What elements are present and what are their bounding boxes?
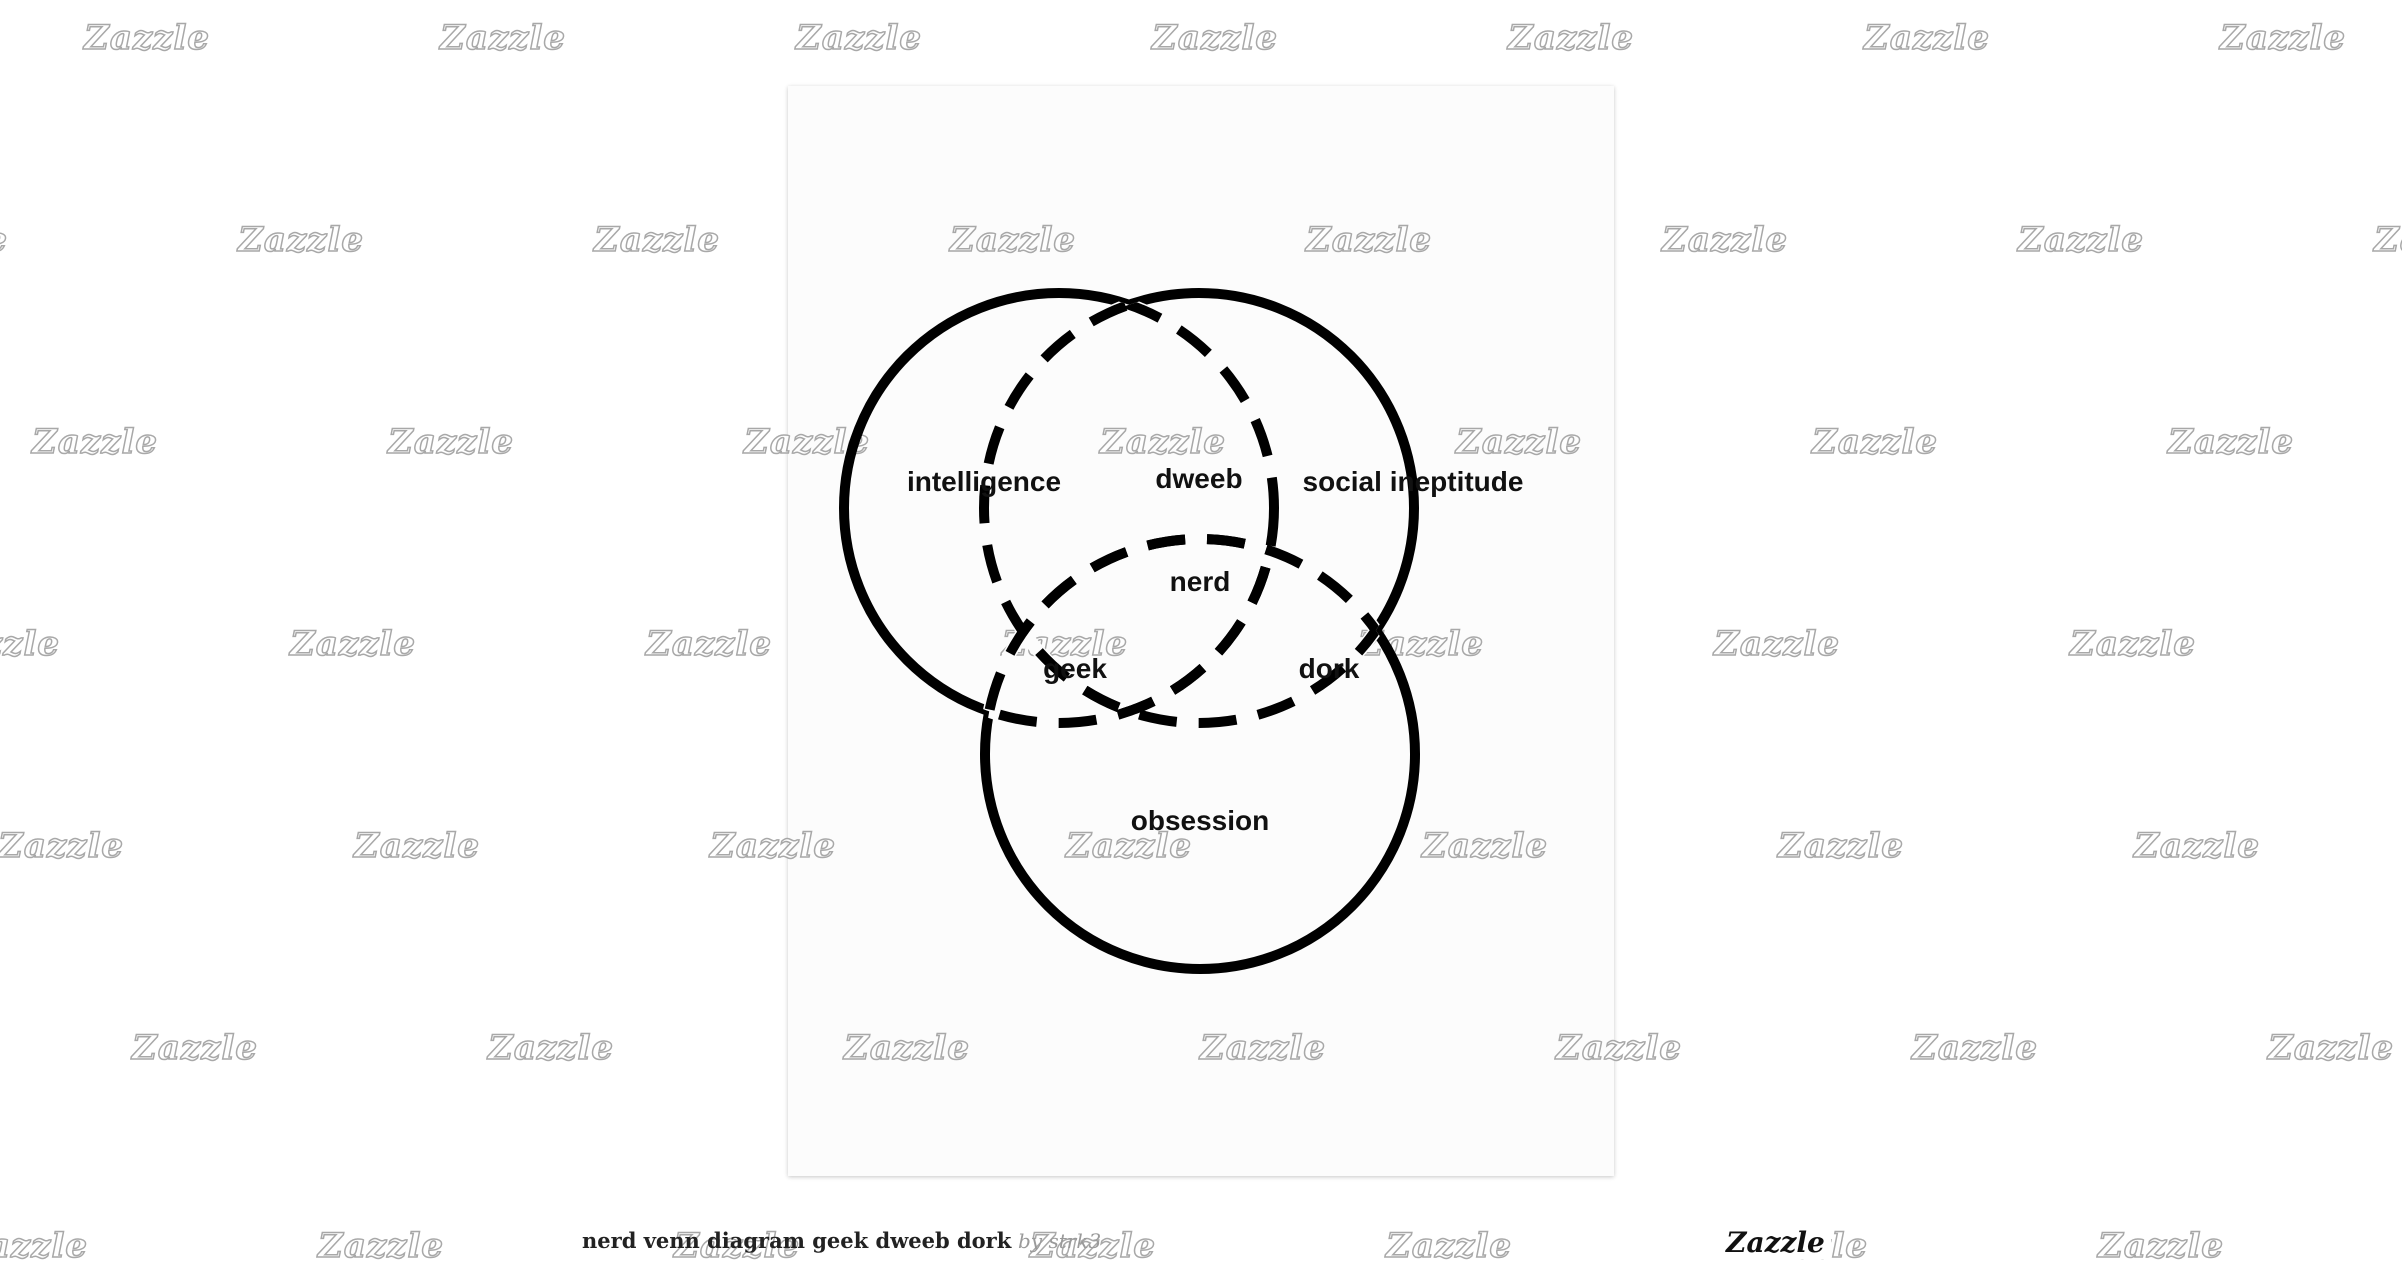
zazzle-watermark: Zazzle xyxy=(1713,623,1841,665)
zazzle-watermark: Zazzle xyxy=(237,219,365,261)
zazzle-watermark: Zazzle xyxy=(0,825,125,867)
label-dweeb: dweeb xyxy=(1155,463,1242,494)
dashed-arc-social-in-intelligence xyxy=(979,293,1274,723)
zazzle-watermark: Zazzle xyxy=(1385,1225,1513,1262)
label-geek: geek xyxy=(1043,653,1107,684)
label-obsession: obsession xyxy=(1131,805,1269,836)
zazzle-watermark: Zazzle xyxy=(317,1225,445,1262)
label-nerd: nerd xyxy=(1170,566,1231,597)
zazzle-watermark: Zazzle xyxy=(353,825,481,867)
zazzle-watermark: Zazzle xyxy=(487,1027,615,1069)
zazzle-watermark: Zazzle xyxy=(1661,219,1789,261)
brand-logo: Zazzle xyxy=(1720,1226,1831,1259)
interior-arcs xyxy=(977,293,1415,730)
zazzle-watermark: Zazzle xyxy=(1777,825,1905,867)
zazzle-watermark: Zazzle xyxy=(1507,17,1635,59)
zazzle-watermark: Zazzle xyxy=(131,1027,259,1069)
product-byline: by strk3 xyxy=(1018,1229,1102,1253)
label-dork: dork xyxy=(1299,653,1360,684)
zazzle-watermark: Zazzle xyxy=(1911,1027,2039,1069)
zazzle-watermark: Zazzle xyxy=(2097,1225,2225,1262)
zazzle-watermark: Zazzle xyxy=(2167,421,2295,463)
zazzle-watermark: Zazzle xyxy=(2069,623,2197,665)
dashed-arc-intelligence-in-social xyxy=(984,293,1279,723)
print-card xyxy=(788,86,1614,1176)
zazzle-watermark: Zazzle xyxy=(795,17,923,59)
zazzle-watermark: Zazzle xyxy=(645,623,773,665)
zazzle-watermark: Zazzle xyxy=(0,219,8,261)
zazzle-watermark: Zazzle xyxy=(31,421,159,463)
zazzle-watermark: Zazzle xyxy=(1811,421,1939,463)
dashed-arc-social-in-obsession xyxy=(985,539,1415,728)
product-caption: nerd venn diagram geek dweeb dork by str… xyxy=(582,1228,1101,1253)
zazzle-watermark: Zazzle xyxy=(0,623,61,665)
zazzle-watermark: Zazzle xyxy=(83,17,211,59)
zazzle-watermark: Zazzle xyxy=(289,623,417,665)
venn-diagram: intelligence social ineptitude obsession… xyxy=(839,288,1524,974)
zazzle-watermark: Zazzle xyxy=(0,1225,89,1262)
zazzle-watermark: Zazzle xyxy=(593,219,721,261)
dashed-arc-intelligence-in-obsession xyxy=(985,539,1279,728)
zazzle-watermark: Zazzle xyxy=(439,17,567,59)
zazzle-watermark: Zazzle xyxy=(1863,17,1991,59)
label-social-ineptitude: social ineptitude xyxy=(1303,466,1524,497)
zazzle-watermark: Zazzle xyxy=(2267,1027,2395,1069)
zazzle-watermark: Zazzle xyxy=(2017,219,2145,261)
zazzle-watermark: Zazzle xyxy=(2219,17,2347,59)
zazzle-watermark: Zazzle xyxy=(387,421,515,463)
label-intelligence: intelligence xyxy=(907,466,1061,497)
zazzle-watermark: Zazzle xyxy=(2133,825,2261,867)
zazzle-watermark: Zazzle xyxy=(2373,219,2402,261)
zazzle-watermark: Zazzle xyxy=(1151,17,1279,59)
product-title: nerd venn diagram geek dweeb dork xyxy=(582,1228,1012,1253)
